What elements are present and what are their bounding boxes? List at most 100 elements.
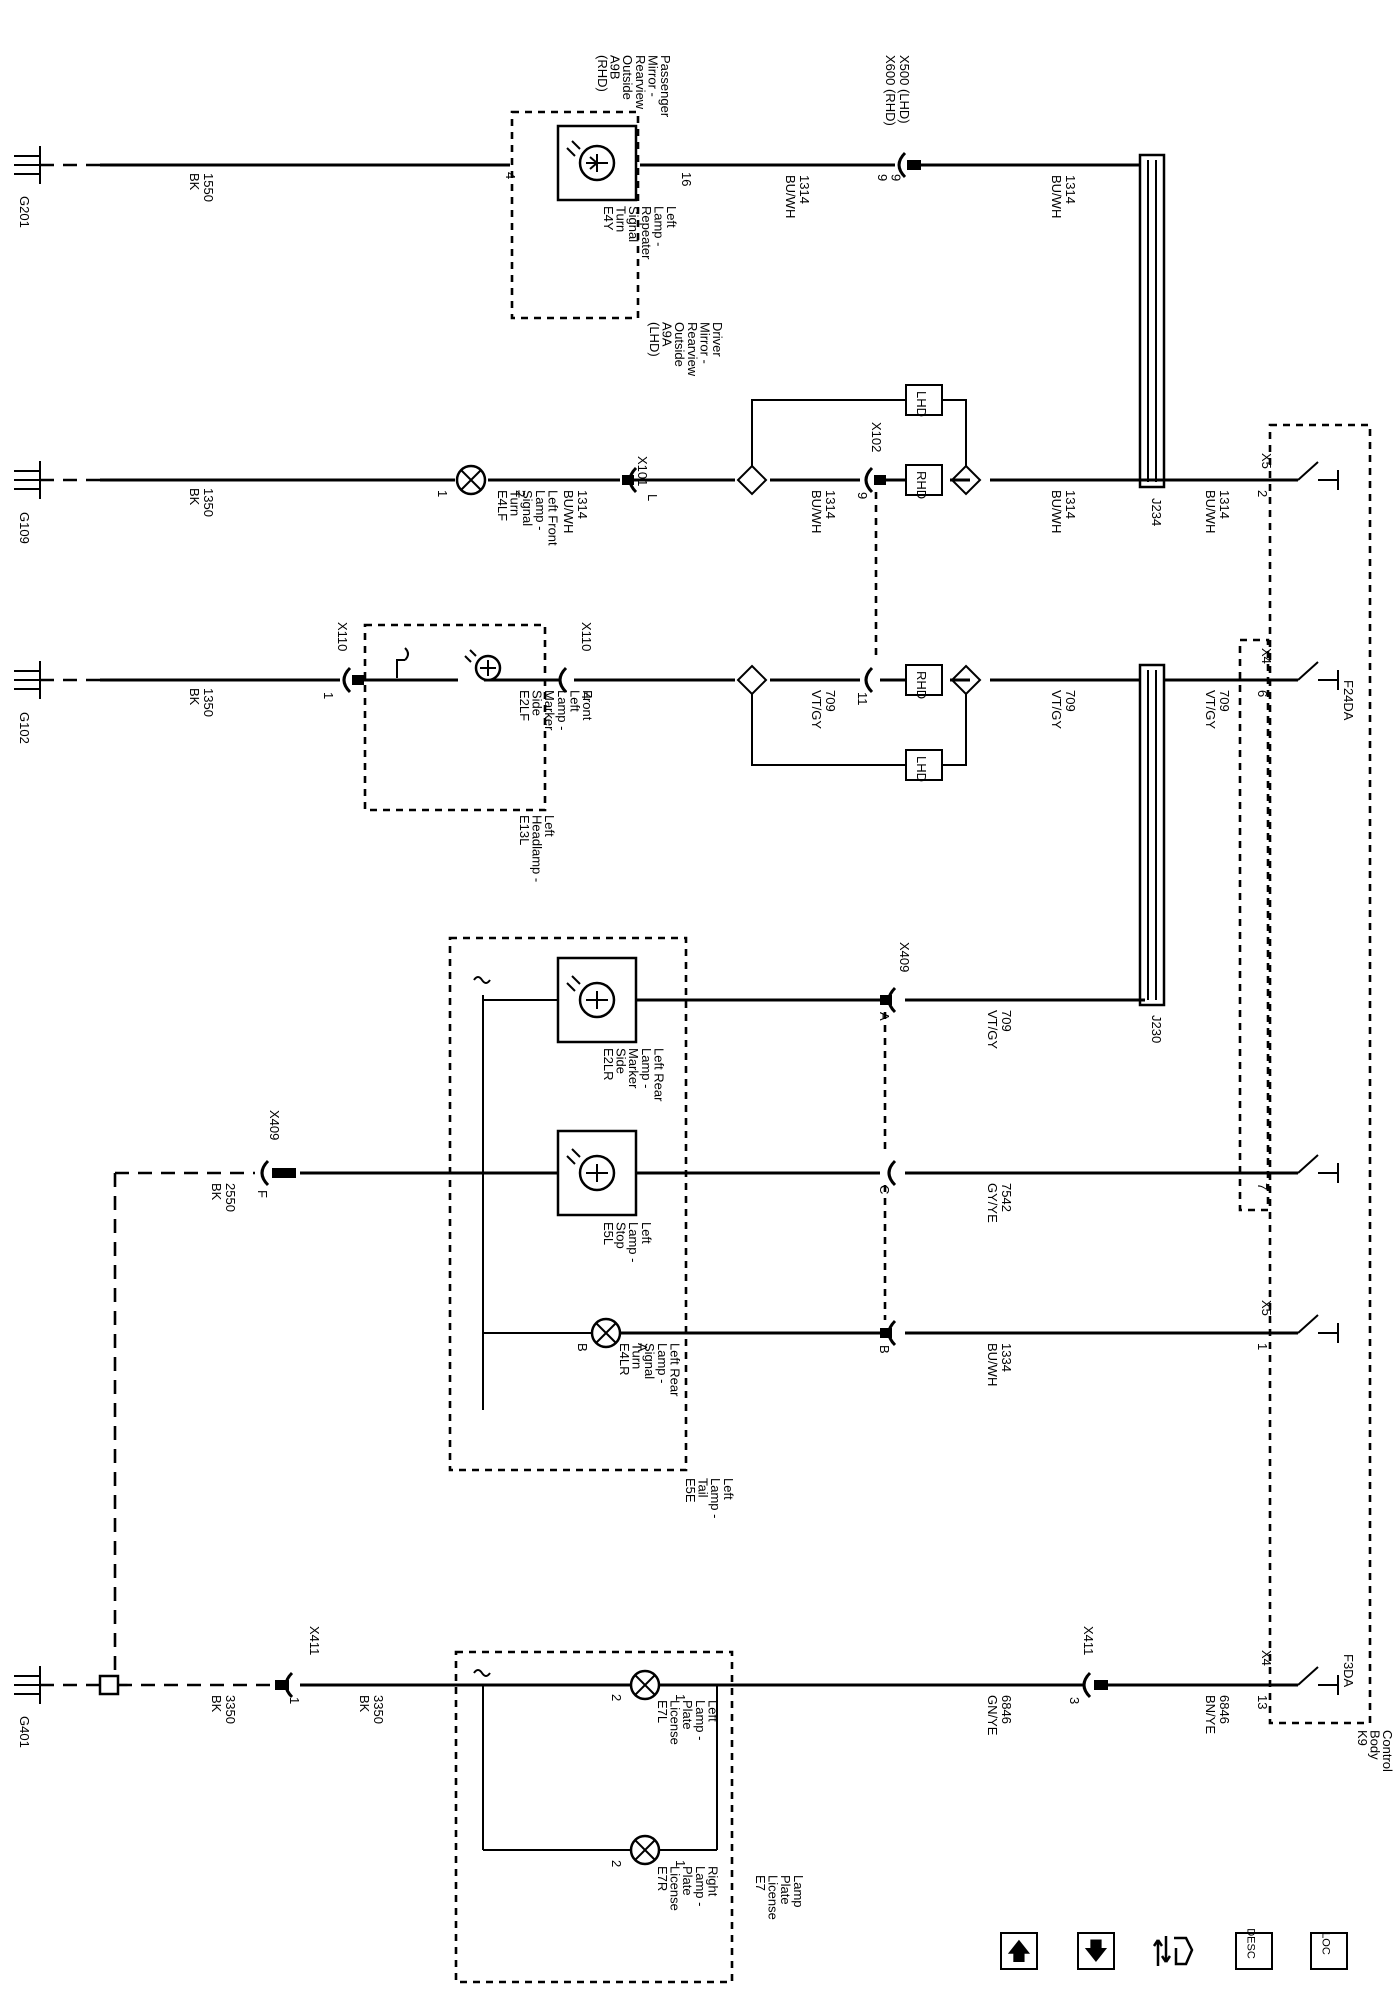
bulb-e4lr: A B E4LRTurnSignalLamp -Left Rear	[575, 1317, 682, 1397]
wire-number: 709	[1063, 690, 1078, 712]
wire-number: 1334	[999, 1343, 1014, 1372]
bcm-output-f3da: F3DA	[1341, 1654, 1356, 1688]
wire-color: BU/WH	[1049, 490, 1064, 533]
component-e7l: E7LLicensePlateLamp -Left	[655, 1700, 720, 1745]
loc-button[interactable]: LOC	[1310, 1932, 1348, 1970]
desc-icon: DESC	[1244, 1928, 1257, 1959]
connector-x110-right: X110 4	[558, 622, 594, 699]
wire-number: 3350	[223, 1695, 238, 1724]
wire-color: GY/YE	[985, 1183, 1000, 1223]
connector-x409-a: X409 A	[877, 942, 912, 1021]
down-arrow-button[interactable]: 🡇	[1077, 1932, 1115, 1970]
pin-number: 2	[1255, 490, 1270, 497]
pin-number: 4	[503, 172, 518, 179]
component-a9b: (RHD)A9BOutsideRearviewMirror -Passenger	[595, 55, 673, 118]
wire-color: VT/GY	[1203, 690, 1218, 729]
lamp-e5l: E5LStopLamp -Left	[556, 1129, 654, 1262]
component-e4lr: E4LRTurnSignalLamp -Left Rear	[617, 1343, 682, 1397]
connector-x411-right: X411 3	[1067, 1626, 1108, 1704]
connector-label: X5	[1259, 1300, 1274, 1316]
pin-number: 7	[1255, 1183, 1270, 1190]
circuit-g401	[40, 1674, 1298, 1696]
wire-number: 3350	[371, 1695, 386, 1724]
wire-color: BU/WH	[561, 490, 576, 533]
connector-x101: X101 L	[622, 456, 660, 501]
splice-pack-icon	[98, 1674, 120, 1696]
splice-j230: J230	[1138, 663, 1166, 1043]
wire-color: BK	[209, 1695, 224, 1713]
component-e2lr: E2LRSideMarkerLamp -Left Rear	[601, 1048, 666, 1102]
wire-number: 1314	[1063, 490, 1078, 519]
pin-number: 2	[609, 1694, 624, 1701]
wire-number: 1314	[797, 175, 812, 204]
connector-x102: X102 9	[855, 422, 886, 499]
lamp-e2lr: E2LRSideMarkerLamp -Left Rear	[556, 956, 666, 1102]
option-tag-rhd: RHD	[914, 671, 929, 699]
ground-label: G401	[17, 1716, 32, 1748]
component-a9a: (LHD)A9AOutsideRearviewMirror -Driver	[647, 322, 725, 377]
wire-color: BK	[187, 488, 202, 506]
connector-label: X4	[1259, 648, 1274, 664]
bulb-e4lf: 1 2 E4LFTurnSignalLamp -Left Front	[435, 464, 560, 546]
wire-number: 1314	[575, 490, 590, 519]
loc-icon: LOC	[1319, 1932, 1332, 1955]
ground-g109: G109	[14, 461, 41, 544]
wire-color: BU/WH	[1049, 175, 1064, 218]
connector-label: X102	[869, 422, 884, 452]
wire-color: BK	[357, 1695, 372, 1713]
component-e7r: E7RLicensePlateLamp -Right	[655, 1866, 720, 1911]
connector-label: X110	[335, 622, 350, 651]
option-tag-lhd: LHD	[914, 391, 929, 417]
ground-label: G201	[17, 196, 32, 228]
wire-color: BU/WH	[1203, 490, 1218, 533]
component-e4lf: E4LFTurnSignalLamp -Left Front	[495, 490, 560, 546]
headlamp-e13l-box: E13LHeadlamp -Left	[363, 623, 557, 882]
option-paths-row3: RHD LHD	[736, 664, 982, 782]
connector-label: X101	[635, 456, 650, 486]
wire-number: 709	[823, 690, 838, 712]
wire-color: BK	[209, 1183, 224, 1201]
ground-g201: G201	[14, 146, 41, 228]
wire-color: VT/GY	[1049, 690, 1064, 729]
splice-label: J234	[1149, 498, 1164, 526]
wire-number: 709	[999, 1010, 1014, 1032]
option-tag-lhd: LHD	[914, 756, 929, 782]
pin-number: 3	[1067, 1697, 1082, 1704]
circuit-g201	[40, 163, 1147, 480]
pin-number: 11	[855, 692, 870, 706]
component-e7: E7LicensePlateLamp	[753, 1875, 806, 1920]
connector-view-button[interactable]	[1152, 1930, 1198, 1974]
wire-number: 6846	[1217, 1695, 1232, 1724]
connector-label: X500 (LHD)	[897, 55, 912, 124]
component-e2lf: E2LFSideMarkerLamp -LeftFront	[517, 690, 595, 731]
wire-number: 1314	[1063, 175, 1078, 204]
component-e5l: E5LStopLamp -Left	[601, 1222, 654, 1262]
splice-label: J230	[1149, 1015, 1164, 1043]
option-paths-row2: LHD RHD	[736, 384, 982, 499]
ground-g102: G102	[14, 661, 41, 744]
wire-color: BU/WH	[809, 490, 824, 533]
wire-color: BU/WH	[985, 1343, 1000, 1386]
mirror-a9-box: (RHD)A9BOutsideRearviewMirror -Passenger…	[510, 55, 725, 377]
bulb-e7r: 1 2 E7RLicensePlateLamp -Right	[609, 1834, 720, 1911]
pin-number: B	[877, 1345, 892, 1354]
up-arrow-icon: 🡅	[1006, 1937, 1032, 1965]
pin-number: 4	[579, 692, 594, 699]
bulb-e7l: 1 2 E7LLicensePlateLamp -Left	[609, 1669, 720, 1745]
pin-number: A	[635, 1343, 650, 1352]
lamp-e4y: E4YTurnSignalRepeaterLamp -Left	[556, 124, 679, 260]
wire-number: 1550	[201, 173, 216, 202]
wire-color: GN/YE	[985, 1695, 1000, 1736]
up-arrow-button[interactable]: 🡅	[1000, 1932, 1038, 1970]
connector-label: X409	[897, 942, 912, 972]
pin-number: 1	[673, 1694, 688, 1701]
connector-x102-pin11: 11	[855, 666, 874, 706]
pin-number: 9	[855, 492, 870, 499]
connector-label: X4	[1259, 1650, 1274, 1666]
bcm-k9: K9BodyControlModule F24DA F3DA	[1238, 423, 1395, 1773]
down-arrow-icon: 🡇	[1083, 1937, 1109, 1965]
desc-button[interactable]: DESC	[1235, 1928, 1273, 1970]
connector-x411-left: X411 1	[275, 1626, 322, 1704]
connector-x409-f: X409 F	[255, 1110, 296, 1198]
